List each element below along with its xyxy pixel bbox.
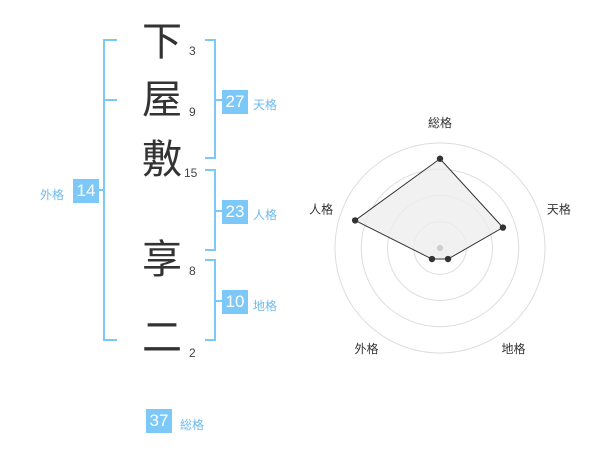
name-char-5: 二 [142, 315, 182, 361]
name-char-1: 下 [142, 19, 182, 65]
name-char-4: 享 [142, 237, 182, 283]
gaikaku-value: 14 [73, 179, 99, 203]
soukaku-value: 37 [146, 409, 172, 433]
radar-point-5 [351, 217, 359, 224]
stroke-count-3: 15 [184, 166, 198, 180]
jinkaku-label: 人格 [253, 208, 278, 222]
name-char-2: 屋 [142, 77, 182, 123]
radar-axis-label: 天格 [547, 201, 571, 216]
stroke-count-1: 3 [189, 44, 196, 58]
radar-axis-label: 総格 [428, 115, 452, 130]
radar-point-1 [436, 155, 444, 162]
soukaku-label: 総格 [180, 418, 205, 432]
stroke-count-4: 8 [189, 264, 196, 278]
chikaku-label: 地格 [253, 299, 278, 313]
tenkaku-value: 27 [222, 90, 248, 114]
stroke-count-5: 2 [189, 346, 196, 360]
name-char-3: 敷 [142, 137, 182, 183]
radar-point-3 [444, 255, 452, 263]
radar-center-dot [437, 245, 443, 251]
radar-axis-label: 人格 [309, 201, 333, 216]
radar-axis-label: 地格 [501, 341, 525, 356]
chikaku-value: 10 [222, 290, 248, 314]
radar-axis-label: 外格 [355, 341, 379, 356]
tenkaku-label: 天格 [253, 98, 278, 112]
radar-point-4 [428, 255, 436, 263]
gaikaku-label: 外格 [40, 188, 65, 202]
radar-data-area [354, 158, 504, 260]
stroke-count-2: 9 [189, 105, 196, 119]
radar-point-2 [499, 224, 507, 231]
radar-grid-ring [334, 142, 546, 354]
jinkaku-value: 23 [222, 200, 248, 224]
